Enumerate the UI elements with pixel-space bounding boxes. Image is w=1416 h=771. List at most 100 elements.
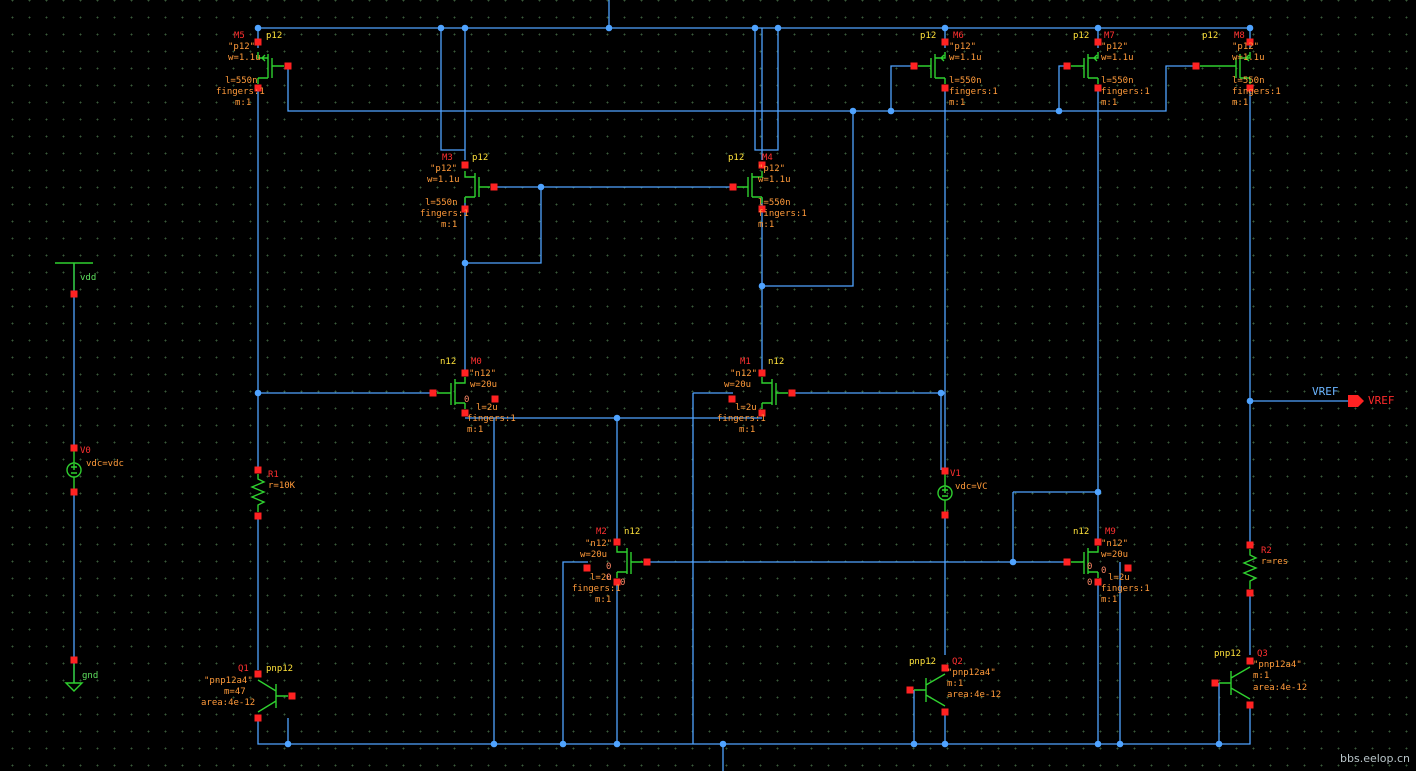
junction-dot xyxy=(613,740,621,748)
param-M7-0: "p12" xyxy=(1101,42,1129,52)
pin-terminal xyxy=(729,183,737,191)
pin-terminal xyxy=(941,467,949,475)
pin-terminal xyxy=(1246,657,1254,665)
pin-terminal xyxy=(941,38,949,46)
bulk-label-1: 0 xyxy=(606,562,612,572)
param-M8-4: m:1 xyxy=(1232,98,1249,108)
param-Q1-2: area:4e-12 xyxy=(201,698,256,708)
instance-name-R2: R2 xyxy=(1261,546,1272,556)
pin-terminal xyxy=(1094,38,1102,46)
param-M2-0: "n12" xyxy=(585,539,613,549)
param-M1-2: l=2u xyxy=(735,403,757,413)
pin-terminal xyxy=(70,290,78,298)
wire xyxy=(562,561,588,744)
param-Q2-0: "pnp12a4" xyxy=(947,668,996,678)
wire xyxy=(465,187,542,264)
param-M3-4: m:1 xyxy=(441,220,458,230)
pin-terminal xyxy=(941,708,949,716)
pnp-symbol-Q3 xyxy=(1219,666,1251,700)
instance-name-M8: M8 xyxy=(1234,31,1245,41)
junction-dot xyxy=(613,414,621,422)
param-M3-2: l=550n xyxy=(425,198,458,208)
param-M8-2: l=550n xyxy=(1232,76,1265,86)
junction-dot xyxy=(461,24,469,32)
pmos-symbol-M3 xyxy=(464,171,490,203)
model-name-M8: p12 xyxy=(1202,31,1219,41)
param-M0-0: "n12" xyxy=(469,369,497,379)
pin-terminal xyxy=(429,389,437,397)
pin-terminal xyxy=(461,369,469,377)
param-M1-4: m:1 xyxy=(739,425,756,435)
pin-terminal xyxy=(70,444,78,452)
bulk-label-6: 0 xyxy=(1101,566,1107,576)
param-M4-0: "p12" xyxy=(758,164,786,174)
pin-terminal xyxy=(461,409,469,417)
resistor-symbol-R1 xyxy=(250,474,266,512)
pnp-symbol-Q2 xyxy=(914,673,946,707)
junction-dot xyxy=(605,24,613,32)
bulk-label-4: 0 xyxy=(1087,562,1093,572)
junction-dot xyxy=(1246,24,1254,32)
pin-terminal xyxy=(1246,701,1254,709)
junction-dot xyxy=(751,24,759,32)
param-Q2-2: area:4e-12 xyxy=(947,690,1002,700)
param-M0-4: m:1 xyxy=(467,425,484,435)
pin-terminal xyxy=(941,664,949,672)
pmos-symbol-M6 xyxy=(918,52,946,84)
junction-dot xyxy=(1055,107,1063,115)
pin-terminal xyxy=(1094,84,1102,92)
param-M7-1: w=1.1u xyxy=(1101,53,1134,63)
pin-terminal xyxy=(1063,62,1071,70)
junction-dot xyxy=(887,107,895,115)
pin-terminal xyxy=(490,183,498,191)
wire xyxy=(754,28,762,151)
pin-terminal xyxy=(910,62,918,70)
pin-terminal xyxy=(254,84,262,92)
vdd-label: vdd xyxy=(80,273,97,283)
pin-terminal xyxy=(461,205,469,213)
model-name-Q2: pnp12 xyxy=(909,657,937,667)
instance-name-M1: M1 xyxy=(740,357,751,367)
param-M5-4: m:1 xyxy=(235,98,252,108)
param-Q3-1: m:1 xyxy=(1253,671,1270,681)
pin-terminal xyxy=(941,511,949,519)
param-M8-3: fingers:1 xyxy=(1232,87,1281,97)
param-Q1-0: "pnp12a4" xyxy=(204,676,253,686)
model-name-Q3: pnp12 xyxy=(1214,649,1242,659)
instance-name-M4: M4 xyxy=(762,153,773,163)
wire xyxy=(762,28,779,151)
param-M8-1: w=1.1u xyxy=(1232,53,1265,63)
pin-terminal xyxy=(1094,578,1102,586)
nmos-symbol-M1 xyxy=(761,377,788,409)
param-M4-1: w=1.1u xyxy=(758,175,791,185)
param-M5-3: fingers:1 xyxy=(216,87,265,97)
junction-dot xyxy=(941,24,949,32)
param-Q2-1: m:1 xyxy=(947,679,964,689)
param-M9-2: l=2u xyxy=(1108,573,1130,583)
model-name-M2: n12 xyxy=(624,527,641,537)
junction-dot xyxy=(1009,558,1017,566)
junction-dot xyxy=(1094,24,1102,32)
nmos-symbol-M9 xyxy=(1071,546,1099,578)
param-M9-3: fingers:1 xyxy=(1101,584,1150,594)
junction-dot xyxy=(910,740,918,748)
bulk-label-2: 0 xyxy=(606,573,612,583)
instance-name-Q3: Q3 xyxy=(1257,649,1268,659)
param-M3-0: "p12" xyxy=(430,164,458,174)
vref-net-label: VREF xyxy=(1312,385,1339,398)
param-M1-3: fingers:1 xyxy=(717,414,766,424)
pmos-symbol-M8 xyxy=(1200,52,1251,84)
pin-terminal xyxy=(461,161,469,169)
junction-dot xyxy=(461,259,469,267)
pmos-symbol-M7 xyxy=(1071,52,1099,84)
param-M2-2: l=2u xyxy=(590,573,612,583)
param-M1-0: "n12" xyxy=(730,369,758,379)
model-name-M6: p12 xyxy=(920,31,937,41)
model-name-M9: n12 xyxy=(1073,527,1090,537)
param-M4-2: l=550n xyxy=(758,198,791,208)
gnd-symbol xyxy=(64,664,84,692)
param-M3-3: fingers:1 xyxy=(420,209,469,219)
gnd-label: gnd xyxy=(82,671,99,681)
pmos-symbol-M5 xyxy=(257,52,284,84)
